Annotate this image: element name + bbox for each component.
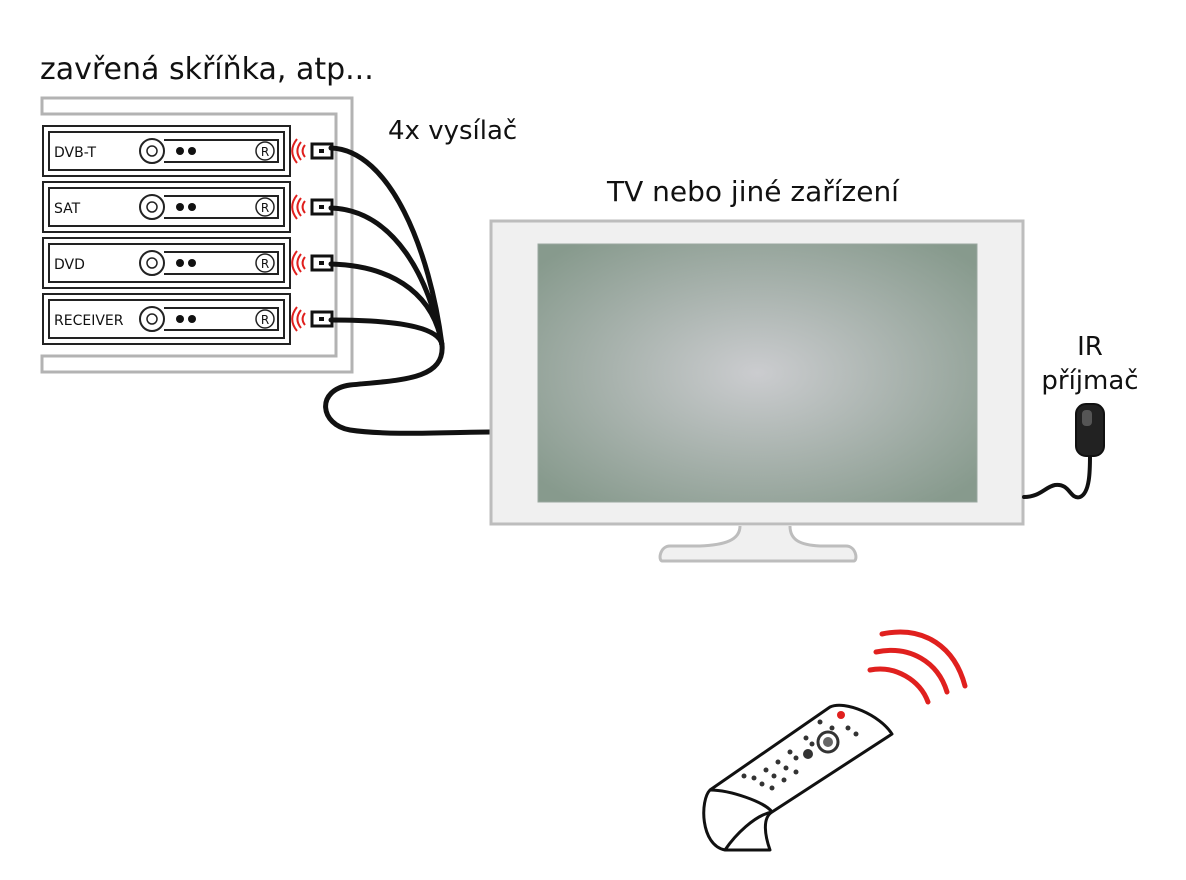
device-dvb-t: DVB-T R — [42, 125, 334, 177]
ir-receiver-highlight — [1082, 410, 1092, 426]
device-front-panel — [48, 131, 285, 171]
device-badge-label: R — [261, 257, 269, 271]
device-slot — [164, 251, 279, 275]
transmitter-led-icon — [319, 205, 324, 209]
device-stack: DVB-T R SAT R DVD R RECEIVER R — [42, 125, 334, 345]
device-led-icon — [176, 315, 184, 323]
ir-emit-icon — [291, 306, 306, 332]
device-label: DVB-T — [54, 145, 96, 161]
remote-power-button — [837, 711, 845, 719]
remote-body — [702, 703, 894, 852]
device-front-panel — [48, 299, 285, 339]
device-dial-center-icon — [146, 257, 158, 269]
transmitter-led-icon — [319, 317, 324, 321]
device-badge-icon — [255, 309, 275, 329]
device-led-icon — [176, 259, 184, 267]
cabinet — [40, 96, 354, 374]
remote-signal-icon — [867, 629, 968, 705]
transmitter-led-icon — [319, 149, 324, 153]
device-dial-center-icon — [146, 313, 158, 325]
device-dial-center-icon — [146, 145, 158, 157]
device-led-icon — [188, 203, 196, 211]
device-badge-label: R — [261, 145, 269, 159]
transmitter-led-icon — [319, 261, 324, 265]
device-badge-label: R — [261, 313, 269, 327]
ir-receiver-label-line1: IR — [1077, 332, 1103, 362]
device-badge-icon — [255, 253, 275, 273]
ir-emit-icon — [291, 250, 306, 276]
device-label: DVD — [54, 257, 85, 273]
device-badge-icon — [255, 141, 275, 161]
tv — [489, 219, 1025, 563]
transmitters-label: 4x vysílač — [388, 116, 518, 146]
remote-dpad-center — [823, 737, 833, 747]
ir-emit-icon — [291, 138, 306, 164]
device-slot — [164, 139, 279, 163]
remote-ok-button — [803, 749, 813, 759]
device-dial-center-icon — [146, 201, 158, 213]
device-slot — [164, 307, 279, 331]
device-dvd: DVD R — [42, 237, 334, 289]
ir-receiver-label: IR příjmač — [1030, 330, 1150, 398]
tv-stand — [658, 525, 858, 563]
device-front-panel — [48, 243, 285, 283]
device-front-panel — [48, 187, 285, 227]
device-led-icon — [188, 259, 196, 267]
ir-receiver-label-line2: příjmač — [1041, 366, 1139, 396]
tv-label: TV nebo jiné zařízení — [607, 175, 899, 208]
ir-emit-icon — [291, 194, 306, 220]
device-label: RECEIVER — [54, 313, 124, 329]
ir-receiver-cable — [1022, 453, 1092, 500]
device-badge-icon — [255, 197, 275, 217]
remote-front — [723, 810, 773, 851]
device-badge-label: R — [261, 201, 269, 215]
remote-control — [702, 703, 894, 852]
ir-receiver — [1022, 403, 1105, 500]
device-receiver: RECEIVER R — [42, 293, 334, 345]
device-slot — [164, 195, 279, 219]
device-led-icon — [176, 147, 184, 155]
device-sat: SAT R — [42, 181, 334, 233]
tv-screen — [537, 243, 978, 503]
transmitter-cables — [323, 145, 493, 436]
device-led-icon — [188, 315, 196, 323]
device-led-icon — [176, 203, 184, 211]
remote-keypad — [741, 719, 859, 791]
remote-edge — [709, 788, 774, 814]
device-label: SAT — [54, 201, 81, 217]
cabinet-label: zavřená skříňka, atp... — [40, 52, 374, 87]
device-led-icon — [188, 147, 196, 155]
